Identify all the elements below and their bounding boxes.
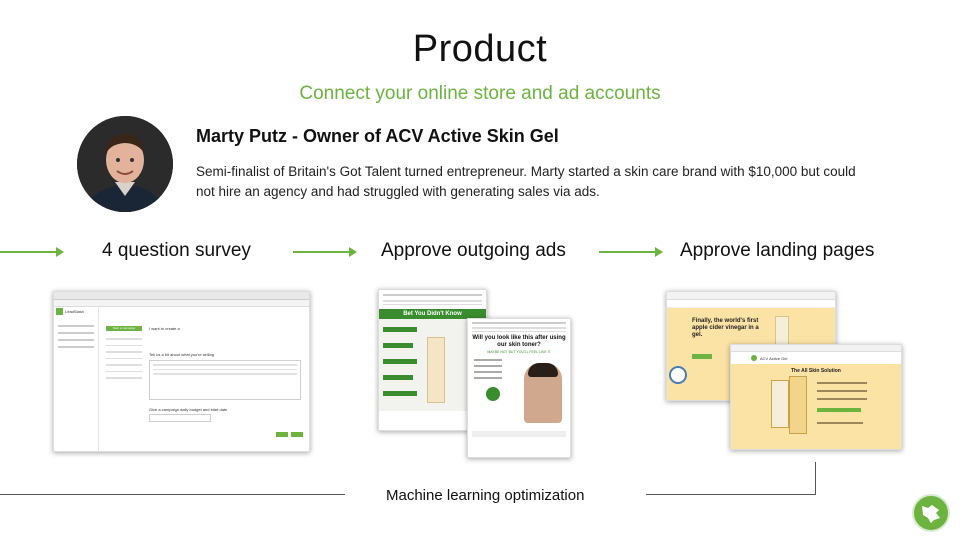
loop-line-left: [0, 494, 345, 495]
survey-steps-list: [106, 338, 142, 379]
landing2-cta[interactable]: [817, 408, 861, 412]
ml-optimization-label: Machine learning optimization: [386, 487, 585, 504]
browser-chrome: [54, 292, 309, 300]
page-title: Product: [412, 28, 548, 70]
brand-logo-icon: [912, 494, 950, 532]
person-name: Marty Putz - Owner of ACV Active Skin Ge…: [196, 126, 559, 146]
avatar: [77, 116, 173, 212]
back-button[interactable]: [276, 432, 288, 437]
survey-description-field[interactable]: [149, 360, 301, 400]
landing2-brand: ACV Active Gel: [760, 355, 788, 361]
landing1-headline: Finally, the world's first apple cider v…: [692, 318, 759, 338]
landing1-cta[interactable]: [692, 354, 712, 359]
ad2-subline: MAYBE NOT BUT YOU'LL FEEL LIKE IT: [487, 350, 551, 354]
ad1-headline: Bet You Didn't Know: [379, 309, 486, 319]
arrow-step-2: [599, 247, 663, 257]
ad2-headline: Will you look like this after using our …: [472, 335, 566, 348]
survey-screenshot: LeadSlash Start a campaign I want to cre…: [53, 291, 310, 452]
next-button[interactable]: [291, 432, 303, 437]
page-subtitle: Connect your online store and ad account…: [299, 83, 661, 104]
arrow-in: [0, 247, 64, 257]
arrow-step-1: [293, 247, 357, 257]
landing2-headline: The All Skin Solution: [791, 368, 841, 374]
app-logo-icon: [56, 308, 63, 315]
step-survey-label: 4 question survey: [102, 240, 251, 261]
survey-question-3: Give a campaign daily budget and start d…: [149, 407, 228, 412]
badge-icon: [486, 387, 500, 401]
budget-field[interactable]: [149, 414, 211, 422]
step-landing-label: Approve landing pages: [680, 240, 875, 261]
step-ads-label: Approve outgoing ads: [381, 240, 566, 261]
brand-logo-icon: [751, 355, 757, 361]
app-name: LeadSlash: [65, 309, 84, 314]
loop-line-right: [646, 494, 816, 495]
survey-sidebar: LeadSlash: [54, 306, 99, 451]
landing-preview-2: ACV Active Gel The All Skin Solution: [730, 344, 902, 450]
ad-preview-2: Will you look like this after using our …: [467, 318, 571, 458]
model-photo: [524, 363, 562, 423]
survey-question-2: Tell us a bit about what you're selling: [149, 352, 215, 357]
start-campaign-button[interactable]: Start a campaign: [106, 326, 142, 331]
loop-line-up: [815, 462, 816, 495]
bookmarks-bar: [54, 300, 309, 307]
product-bottle: [427, 337, 445, 403]
survey-question-1: I want to create a: [149, 326, 180, 331]
person-bio: Semi-finalist of Britain's Got Talent tu…: [196, 164, 856, 199]
